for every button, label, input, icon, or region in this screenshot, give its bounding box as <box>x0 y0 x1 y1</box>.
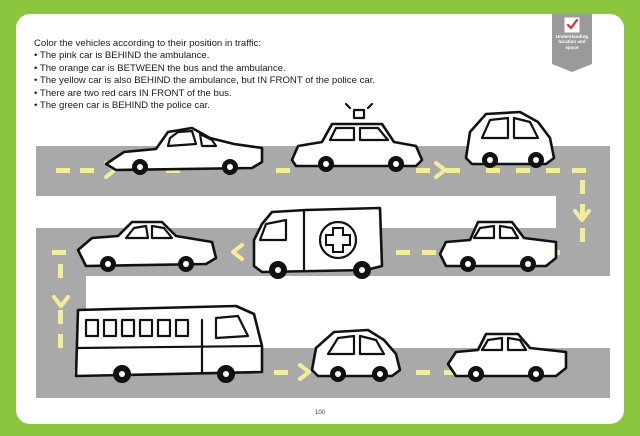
instruction-item: There are two red cars IN FRONT of the b… <box>34 88 514 100</box>
arrow-down-icon <box>573 209 591 222</box>
ambulance[interactable] <box>252 206 384 279</box>
worksheet-page: Color the vehicles according to their po… <box>16 14 624 424</box>
instructions-title: Color the vehicles according to their po… <box>34 38 261 49</box>
car-bottom-middle[interactable] <box>310 328 402 382</box>
instruction-item: The pink car is BEHIND the ambulance. <box>34 50 514 62</box>
car-top-left[interactable] <box>104 126 264 175</box>
arrow-left-icon <box>231 243 244 261</box>
ambulance-cross-icon <box>325 227 351 253</box>
traffic-illustration <box>36 102 610 398</box>
police-car[interactable] <box>290 102 424 172</box>
car-top-right[interactable] <box>464 110 556 168</box>
car-bottom-right[interactable] <box>446 332 568 382</box>
instructions: Color the vehicles according to their po… <box>34 38 514 112</box>
car-middle-right[interactable] <box>438 220 558 272</box>
arrow-right-icon <box>298 363 311 381</box>
instruction-item: The green car is BEHIND the police car. <box>34 100 514 112</box>
arrow-right-icon <box>434 161 447 179</box>
instruction-item: The orange car is BETWEEN the bus and th… <box>34 63 514 75</box>
car-middle-left[interactable] <box>76 220 218 272</box>
arrow-down-icon <box>52 295 70 308</box>
topic-badge: Understanding location and space <box>552 14 592 72</box>
school-bus[interactable] <box>74 304 264 383</box>
instruction-item: The yellow car is also BEHIND the ambula… <box>34 75 514 87</box>
instructions-list: The pink car is BEHIND the ambulance. Th… <box>34 50 514 112</box>
page-number: 100 <box>314 410 325 416</box>
checklist-icon <box>564 17 580 33</box>
badge-shape <box>552 14 592 72</box>
badge-label: Understanding location and space <box>555 34 589 50</box>
